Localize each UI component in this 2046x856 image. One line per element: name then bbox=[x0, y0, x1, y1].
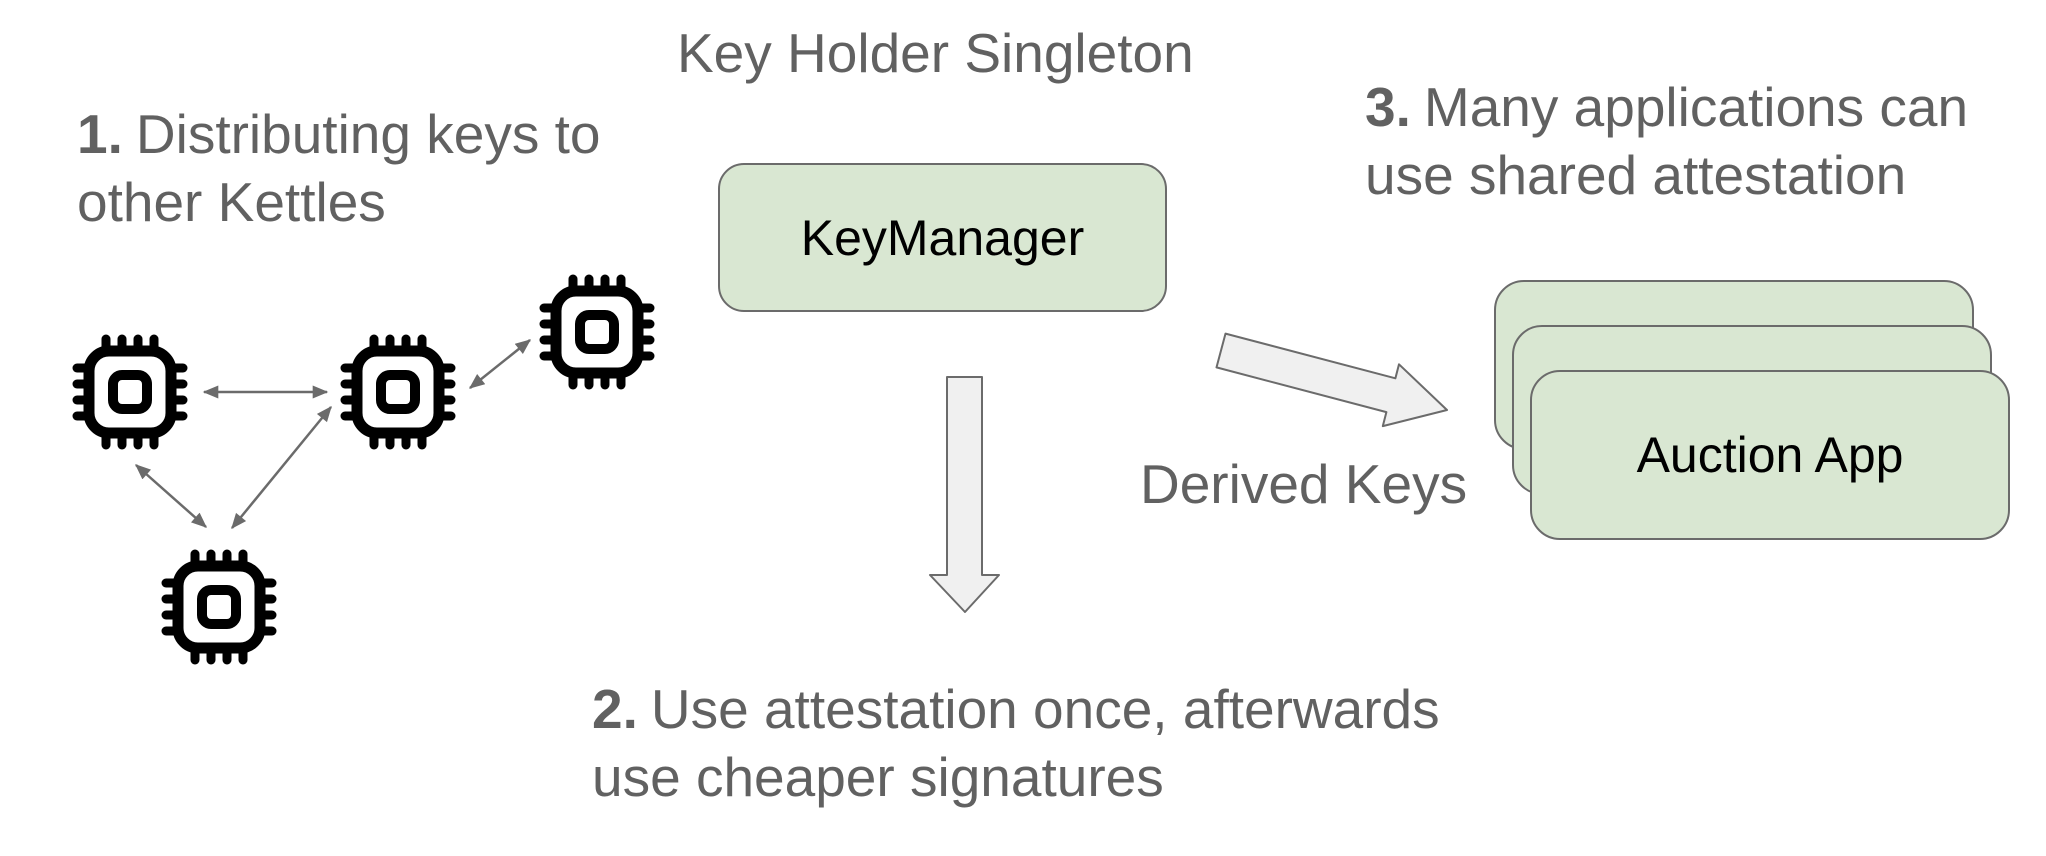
step2-number: 2. bbox=[592, 678, 638, 740]
step3-line1: 3.Many applications can bbox=[1365, 76, 1969, 138]
chip-icon bbox=[345, 339, 451, 445]
network-arrow bbox=[135, 464, 207, 528]
keymanager-label: KeyManager bbox=[800, 209, 1085, 266]
diagonal-block-arrow bbox=[1215, 332, 1448, 428]
network-arrow bbox=[468, 339, 532, 389]
step3-line2: use shared attestation bbox=[1365, 144, 1907, 206]
step3-label: 3.Many applications can use shared attes… bbox=[1365, 73, 1968, 209]
step2-line1: 2.Use attestation once, afterwards bbox=[592, 678, 1440, 740]
kettle-network bbox=[77, 279, 650, 660]
derived-keys-label: Derived Keys bbox=[1140, 453, 1468, 515]
chip-icon bbox=[544, 279, 650, 385]
network-arrow bbox=[231, 405, 332, 530]
down-block-arrow bbox=[929, 376, 1000, 613]
chip-icon bbox=[166, 554, 272, 660]
chip-icon bbox=[77, 339, 183, 445]
step2-line2: use cheaper signatures bbox=[592, 746, 1164, 808]
step1-line1: 1.Distributing keys to bbox=[77, 103, 601, 165]
keymanager-node: KeyManager bbox=[718, 163, 1167, 312]
step1-label: 1.Distributing keys to other Kettles bbox=[77, 100, 601, 236]
step1-line2: other Kettles bbox=[77, 171, 386, 233]
auction-app-label: Auction App bbox=[1636, 427, 1904, 483]
step1-number: 1. bbox=[77, 103, 123, 165]
step3-number: 3. bbox=[1365, 76, 1411, 138]
auction-app-card-front: Auction App bbox=[1530, 370, 2010, 540]
diagram-title: Key Holder Singleton bbox=[677, 22, 1194, 84]
step2-label: 2.Use attestation once, afterwards use c… bbox=[592, 675, 1440, 811]
